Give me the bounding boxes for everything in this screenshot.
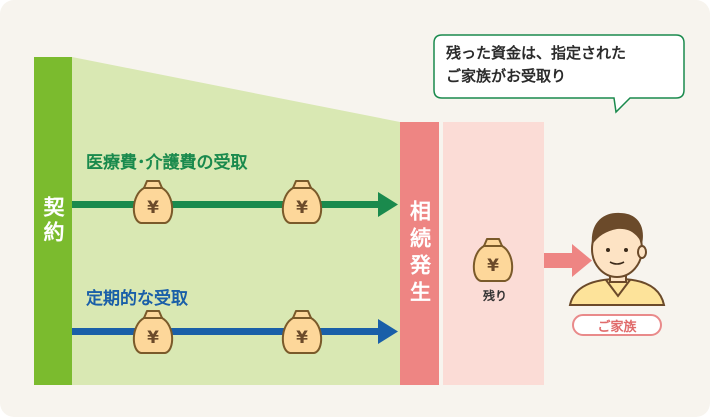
inheritance-bar: 相続発生	[400, 122, 439, 385]
flow-arrow-medical	[72, 192, 398, 217]
contract-bar: 契約	[34, 57, 72, 385]
person-icon	[568, 212, 666, 306]
arrow-to-family	[544, 244, 592, 277]
callout-text: 残った資金は、指定された ご家族がお受取り	[446, 42, 672, 88]
yen-symbol: ¥	[147, 198, 159, 218]
contract-label: 契約	[41, 196, 65, 246]
callout-line-2: ご家族がお受取り	[446, 67, 567, 85]
yen-symbol: ¥	[296, 328, 308, 348]
family-badge: ご家族	[572, 314, 662, 336]
inheritance-label: 相続発生	[407, 199, 432, 308]
flow-label-periodic: 定期的な受取	[86, 289, 188, 309]
yen-symbol: ¥	[487, 256, 499, 276]
speech-callout	[433, 34, 685, 114]
yen-symbol: ¥	[296, 198, 308, 218]
flow-label-medical: 医療費･介護費の受取	[86, 153, 248, 173]
callout-line-1: 残った資金は、指定された	[446, 44, 627, 62]
flow-arrow-periodic	[72, 319, 398, 344]
remainder-label: 残り	[482, 289, 507, 303]
yen-symbol: ¥	[147, 328, 159, 348]
